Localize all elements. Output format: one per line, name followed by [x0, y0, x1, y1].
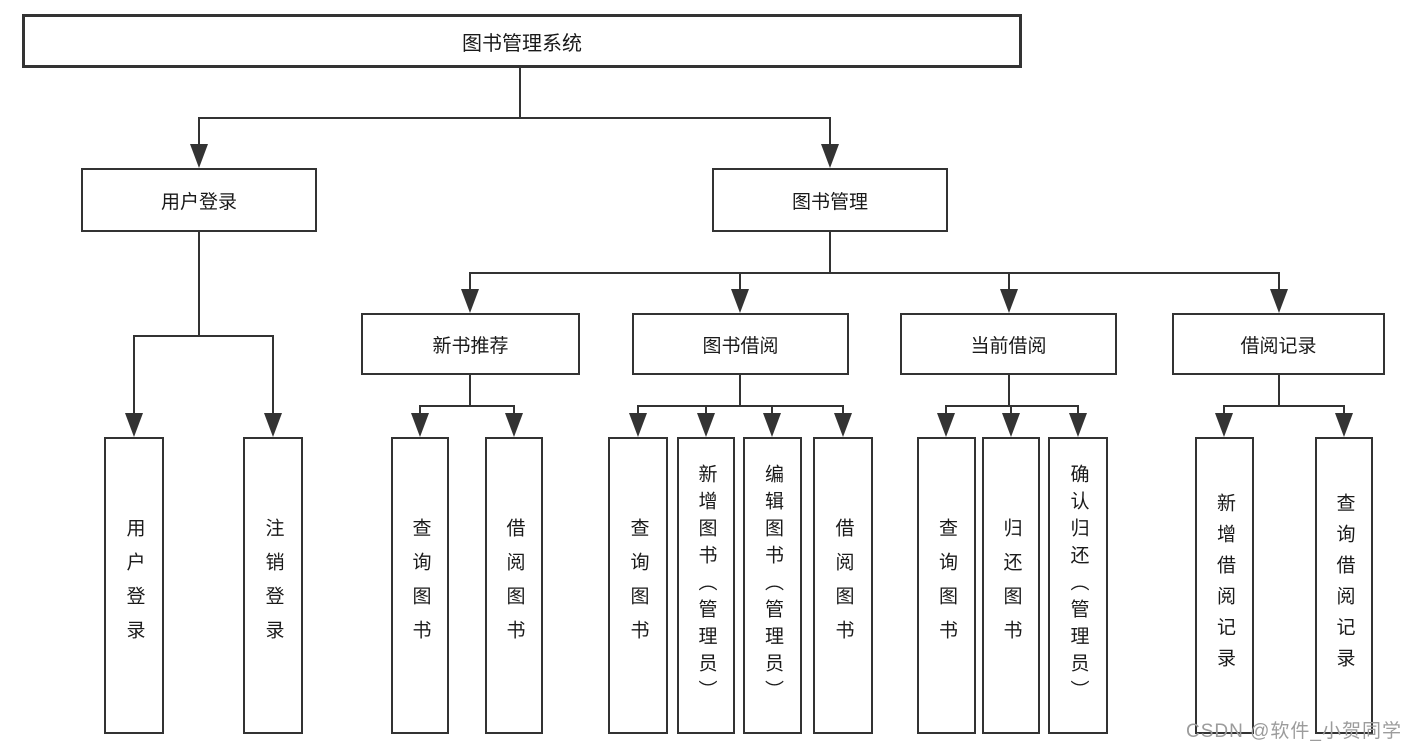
leaf-add-borrow-record: 新增借阅记录 — [1195, 437, 1254, 734]
connector-arrow — [834, 405, 852, 437]
leaf-confirm-return-admin: 确认归还（管理员） — [1048, 437, 1108, 734]
node-label: 图书管理 — [791, 191, 868, 213]
node-label: 借阅记录 — [1240, 335, 1317, 357]
node-borrowing-records: 借阅记录 — [1172, 313, 1385, 375]
node-label: 新书推荐 — [432, 335, 509, 357]
connector-line — [419, 405, 515, 407]
leaf-label: 查询借阅记录 — [1333, 492, 1355, 679]
connector-arrow — [125, 335, 143, 437]
connector-line — [1008, 375, 1010, 405]
connector-arrow — [1270, 272, 1288, 313]
leaf-label: 查询图书 — [936, 517, 957, 654]
connector-arrow — [505, 405, 523, 437]
leaf-label: 注销登录 — [262, 517, 284, 654]
connector-arrow — [411, 405, 429, 437]
leaf-label: 确认归还（管理员） — [1067, 464, 1089, 707]
connector-arrow — [763, 405, 781, 437]
connector-line — [133, 335, 274, 337]
connector-arrow — [1069, 405, 1087, 437]
node-book-borrowing: 图书借阅 — [632, 313, 849, 375]
leaf-query-books-recommend: 查询图书 — [391, 437, 449, 734]
leaf-logout-login: 注销登录 — [243, 437, 303, 734]
leaf-label: 借阅图书 — [503, 517, 525, 654]
connector-arrow — [731, 272, 749, 313]
leaf-label: 编辑图书（管理员） — [762, 464, 783, 707]
leaf-edit-books-admin: 编辑图书（管理员） — [743, 437, 802, 734]
leaf-query-borrow-record: 查询借阅记录 — [1315, 437, 1373, 734]
connector-line — [198, 232, 200, 335]
leaf-return-books: 归还图书 — [982, 437, 1040, 734]
connector-line — [829, 232, 831, 272]
connector-line — [739, 375, 741, 405]
connector-arrow — [1000, 272, 1018, 313]
leaf-user-login: 用户登录 — [104, 437, 164, 734]
node-label: 用户登录 — [160, 191, 237, 213]
connector-line — [1278, 375, 1280, 405]
connector-arrow — [821, 117, 839, 168]
leaf-query-books-current: 查询图书 — [917, 437, 976, 734]
leaf-query-books-borrow: 查询图书 — [608, 437, 668, 734]
node-new-book-recommendation: 新书推荐 — [361, 313, 580, 375]
node-library-management-system: 图书管理系统 — [22, 14, 1022, 68]
leaf-label: 归还图书 — [1000, 517, 1022, 654]
connector-line — [519, 68, 521, 117]
leaf-borrow-books: 借阅图书 — [813, 437, 873, 734]
connector-arrow — [1215, 405, 1233, 437]
leaf-label: 新增图书（管理员） — [695, 464, 717, 707]
leaf-label: 查询图书 — [627, 517, 649, 654]
connector-arrow — [697, 405, 715, 437]
connector-line — [637, 405, 844, 407]
connector-line — [469, 272, 1280, 274]
connector-arrow — [629, 405, 647, 437]
leaf-add-books-admin: 新增图书（管理员） — [677, 437, 735, 734]
connector-arrow — [264, 335, 282, 437]
leaf-borrow-books-recommend: 借阅图书 — [485, 437, 543, 734]
node-label: 图书借阅 — [702, 335, 779, 357]
csdn-watermark: CSDN @软件_小贺同学 — [1186, 721, 1402, 742]
leaf-label: 查询图书 — [409, 517, 431, 654]
connector-arrow — [937, 405, 955, 437]
leaf-label: 用户登录 — [123, 517, 145, 654]
node-current-borrowing: 当前借阅 — [900, 313, 1117, 375]
node-user-login: 用户登录 — [81, 168, 317, 232]
connector-line — [1223, 405, 1345, 407]
connector-arrow — [190, 117, 208, 168]
connector-line — [198, 117, 831, 119]
leaf-label: 借阅图书 — [832, 517, 854, 654]
connector-line — [469, 375, 471, 405]
leaf-label: 新增借阅记录 — [1214, 492, 1235, 679]
node-label: 当前借阅 — [970, 335, 1047, 357]
connector-arrow — [1335, 405, 1353, 437]
connector-arrow — [1002, 405, 1020, 437]
node-label: 图书管理系统 — [462, 32, 582, 55]
connector-line — [945, 405, 1079, 407]
connector-arrow — [461, 272, 479, 313]
node-book-management: 图书管理 — [712, 168, 948, 232]
